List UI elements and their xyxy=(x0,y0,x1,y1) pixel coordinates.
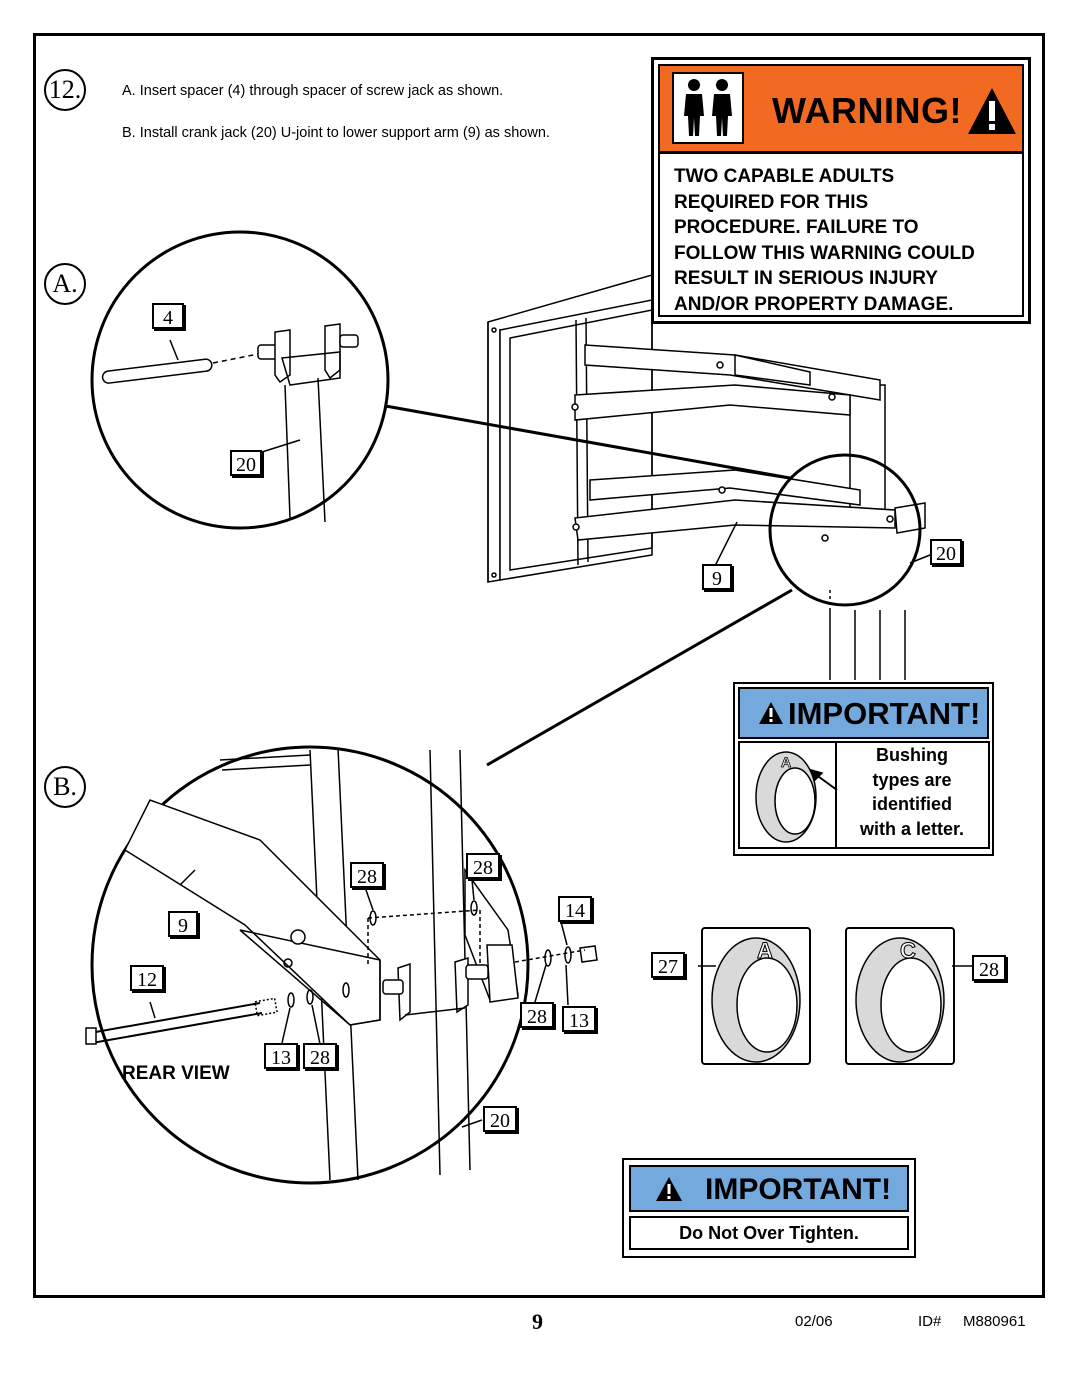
tighten-text-cell: Do Not Over Tighten. xyxy=(629,1216,909,1250)
part-tag-20-overview: 20 xyxy=(930,539,962,565)
exclamation-triangle-icon xyxy=(656,1177,682,1201)
warning-text: TWO CAPABLE ADULTS REQUIRED FOR THIS PRO… xyxy=(674,166,975,315)
footer-id-value: M880961 xyxy=(963,1313,1026,1330)
part-tag-20-detail-a: 20 xyxy=(230,450,262,476)
bushing-28-drawing xyxy=(845,927,972,1065)
part-tag-28-bottom: 28 xyxy=(303,1043,337,1069)
bushing-27-drawing xyxy=(698,927,811,1065)
exclamation-triangle-icon xyxy=(759,702,783,724)
part-tag-13-left: 13 xyxy=(264,1043,298,1069)
footer-id-label: ID# xyxy=(918,1313,942,1330)
part-tag-12: 12 xyxy=(130,965,164,991)
tighten-note: Do Not Over Tighten. xyxy=(679,1223,859,1243)
part-tag-4: 4 xyxy=(152,303,184,329)
important-tighten-header: IMPORTANT! xyxy=(629,1165,909,1212)
bushing-note: Bushing types are identified with a lett… xyxy=(838,743,986,841)
page-frame xyxy=(33,33,1045,1298)
part-tag-13-right: 13 xyxy=(562,1006,596,1032)
instruction-b: B. Install crank jack (20) U-joint to lo… xyxy=(122,125,550,141)
step-number: 12. xyxy=(44,69,86,111)
instruction-a: A. Insert spacer (4) through spacer of s… xyxy=(122,83,504,99)
exclamation-triangle-icon xyxy=(968,88,1016,134)
rear-view-label: REAR VIEW xyxy=(122,1063,230,1084)
part-tag-27: 27 xyxy=(651,952,685,978)
part-tag-28-left: 28 xyxy=(350,862,384,888)
part-tag-28-bushing: 28 xyxy=(972,955,1006,981)
bushing-letter-a-large: A xyxy=(757,938,774,964)
pole-drawing xyxy=(829,384,906,680)
upper-arm-drawing xyxy=(571,344,881,421)
part-tag-9-detail-b: 9 xyxy=(168,911,198,937)
part-tag-14: 14 xyxy=(558,896,592,922)
warning-panel: WARNING! TWO CAPABLE ADULTS REQUIRED FOR… xyxy=(651,57,1031,324)
warning-header: WARNING! xyxy=(660,66,1022,154)
detail-b-drawing xyxy=(85,745,598,1185)
part-tag-20-detail-b: 20 xyxy=(483,1106,517,1132)
important-bushing-header: IMPORTANT! xyxy=(738,687,989,739)
important-tighten-panel: IMPORTANT! Do Not Over Tighten. xyxy=(622,1158,916,1258)
part-tag-9-overview: 9 xyxy=(702,564,732,590)
detail-a-marker: A. xyxy=(44,263,86,305)
two-people-icon xyxy=(672,72,744,144)
warning-title: WARNING! xyxy=(772,90,962,131)
important-tighten-title: IMPORTANT! xyxy=(705,1173,892,1206)
important-bushing-title: IMPORTANT! xyxy=(788,696,981,731)
detail-b-marker: B. xyxy=(44,766,86,808)
bushing-letter-c-large: C xyxy=(900,938,917,964)
bushing-letter-small-overlay: A xyxy=(781,754,792,771)
detail-a-drawing xyxy=(90,230,390,530)
part-tag-28-lower: 28 xyxy=(520,1002,554,1028)
bushing-text-cell xyxy=(835,741,990,849)
part-tag-28-right: 28 xyxy=(466,853,500,879)
warning-inner-border: WARNING! TWO CAPABLE ADULTS REQUIRED FOR… xyxy=(658,64,1024,317)
page-number: 9 xyxy=(532,1309,543,1334)
bushing-note-text: Bushing types are identified with a lett… xyxy=(859,745,965,839)
footer-date: 02/06 xyxy=(795,1313,833,1330)
